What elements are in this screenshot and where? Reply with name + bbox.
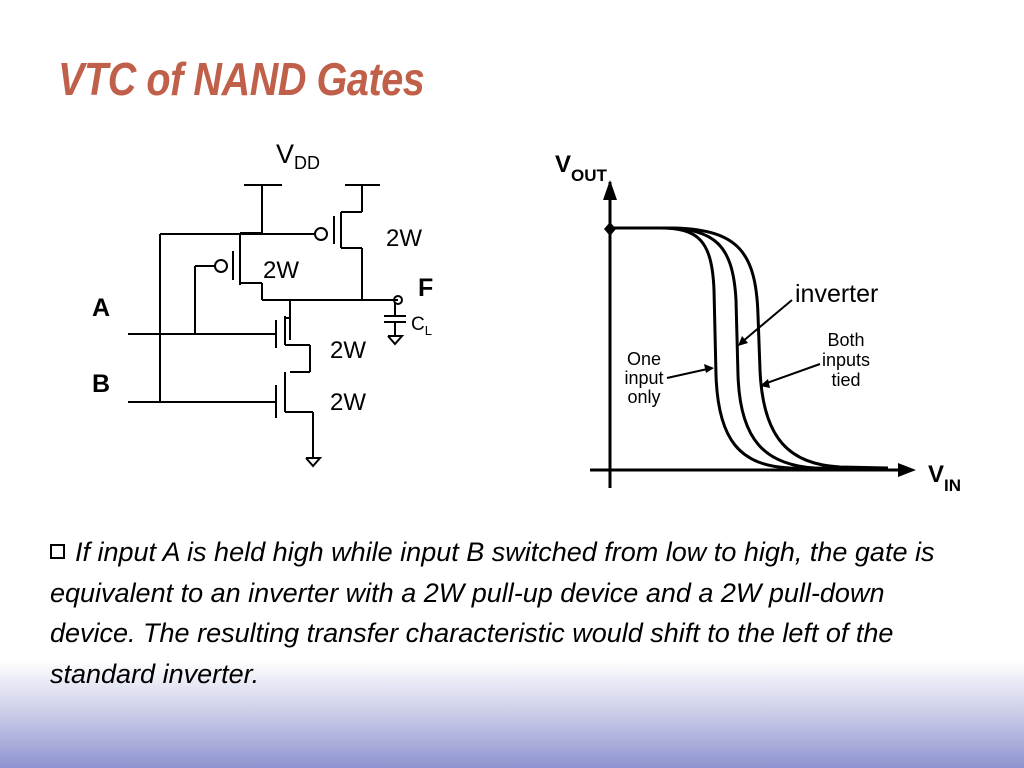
svg-text:One: One <box>627 349 661 369</box>
svg-text:Both: Both <box>827 330 864 350</box>
ground-symbol <box>305 457 323 468</box>
output-terminal <box>393 295 403 305</box>
nand-schematic <box>128 184 406 468</box>
svg-text:tied: tied <box>831 370 860 390</box>
pointer-one-input <box>666 367 713 379</box>
pmos-left-size: 2W <box>263 257 299 284</box>
load-cap-label: CL <box>411 314 432 338</box>
body-bullet: If input A is held high while input B sw… <box>50 532 970 694</box>
vtc-plot <box>590 180 916 488</box>
x-axis-label: VIN <box>928 461 961 495</box>
y-axis-label: VOUT <box>555 151 608 185</box>
label-inverter: inverter <box>795 280 878 308</box>
curve-both-inputs-tied <box>610 226 889 470</box>
vdd-label: VDD <box>276 139 320 173</box>
pointer-inverter <box>741 299 793 343</box>
svg-text:inputs: inputs <box>822 350 870 370</box>
svg-text:only: only <box>627 387 660 407</box>
input-a-label: A <box>92 294 110 322</box>
bullet-checkbox-icon <box>50 544 65 559</box>
x-axis-arrow <box>898 463 916 477</box>
y-axis-arrow <box>603 180 617 200</box>
label-one-input-only: One input only <box>624 349 663 407</box>
curve-inverter <box>610 226 881 471</box>
pointer-both <box>763 363 821 385</box>
nmos-bottom-size: 2W <box>330 389 366 416</box>
pmos-right-bubble <box>314 227 328 241</box>
body-text: If input A is held high while input B sw… <box>50 537 935 689</box>
slide-title: VTC of NAND Gates <box>58 53 425 105</box>
curve-one-input-only <box>610 226 871 471</box>
output-f-label: F <box>418 274 433 302</box>
cap-ground <box>387 335 405 346</box>
nmos-top-size: 2W <box>330 337 366 364</box>
label-both-inputs-tied: Both inputs tied <box>822 330 870 390</box>
pmos-left-bubble <box>214 259 228 273</box>
input-b-label: B <box>92 370 110 398</box>
pmos-right-size: 2W <box>386 225 422 252</box>
svg-text:input: input <box>624 368 663 388</box>
